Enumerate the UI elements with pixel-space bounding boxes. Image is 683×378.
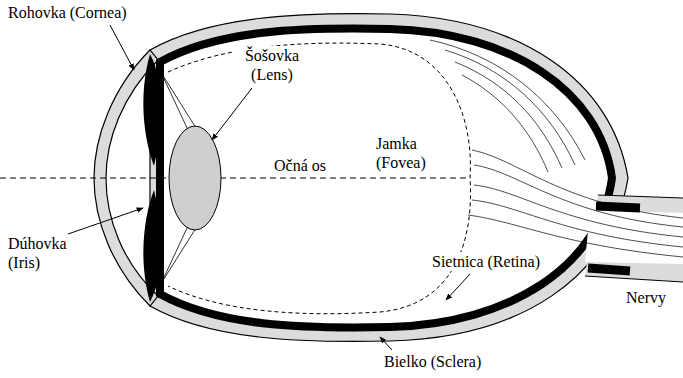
optical-axis [0,178,470,179]
part-label: Jamka (Fovea) [374,134,444,172]
leader-line [380,337,392,350]
iris [143,190,161,302]
leader-line [68,208,143,234]
part-label: Sietnica (Retina) [430,252,542,271]
part-label: Dúhovka (Iris) [8,234,80,272]
axis-label: Očná os [272,156,328,175]
leader-line [110,25,134,70]
iris [143,54,161,166]
leader-line [446,274,470,300]
part-label: Bielko (Sclera) [384,352,481,371]
part-label: Nervy [626,288,666,307]
optic-nerve [585,195,683,282]
part-label: Šošovka (Lens) [232,46,312,84]
lens [169,126,221,230]
choroid [160,29,612,328]
leader-line [212,88,252,140]
part-label: Rohovka (Cornea) [8,3,127,22]
